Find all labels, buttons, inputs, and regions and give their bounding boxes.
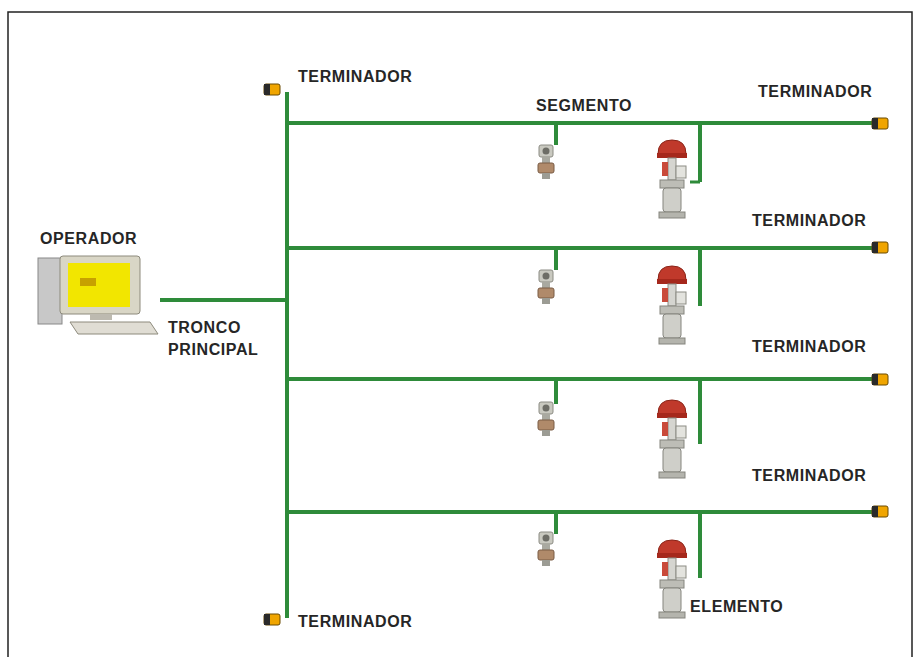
terminator-label: TERMINADOR [752, 210, 866, 232]
field-devices [538, 140, 700, 618]
terminator-label: TERMINADOR [298, 611, 412, 633]
operator-label: OPERADOR [40, 228, 137, 250]
segment-label: SEGMENTO [536, 95, 632, 117]
operator-computer [38, 256, 158, 334]
terminator-label: TERMINADOR [752, 336, 866, 358]
terminators [264, 84, 888, 625]
terminator-label: TERMINADOR [752, 465, 866, 487]
bus-lines [160, 92, 875, 618]
terminator-label: TERMINADOR [298, 66, 412, 88]
terminator-label: TERMINADOR [758, 81, 872, 103]
trunk-label: TRONCO PRINCIPAL [168, 317, 290, 361]
element-label: ELEMENTO [690, 596, 783, 618]
